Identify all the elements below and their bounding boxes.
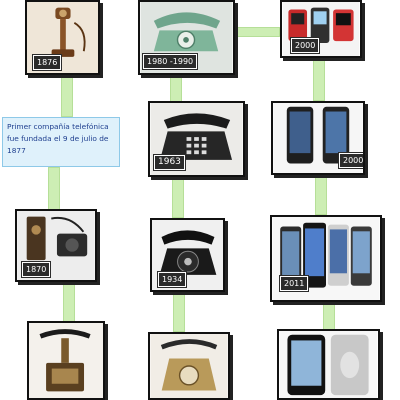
smartphones-lineup-icon: [272, 217, 380, 300]
phone-1934-card[interactable]: 1934: [150, 218, 225, 292]
gilded-rotary-phone-icon: [150, 334, 228, 398]
black-rotary-phone-icon: [152, 220, 223, 290]
phone-2000-card-a[interactable]: 2000: [280, 0, 362, 58]
phone-ornate-card[interactable]: [27, 321, 105, 400]
phone-1876-card[interactable]: 1876: [25, 0, 100, 75]
year-label-1870: 1870: [20, 261, 52, 278]
year-label-1963: 1963: [153, 154, 186, 171]
connector-c1-r2: [48, 167, 60, 210]
connector-c3-r3: [323, 302, 335, 330]
connector-c2-r3: [173, 292, 185, 332]
connector-c2-r1: [170, 75, 182, 103]
note-box: Primer compañía telefónica fue fundada e…: [2, 117, 120, 167]
connector-c2-r2: [172, 177, 184, 218]
touchscreen-phones-icon: [273, 103, 363, 173]
ornate-desk-telephone-icon: [29, 323, 103, 398]
phone-1980-card[interactable]: 1980 -1990: [138, 0, 235, 75]
phone-1870-card[interactable]: 1870: [15, 209, 97, 282]
connector-c1-r1: [61, 75, 73, 117]
phone-gilded-card[interactable]: [148, 332, 230, 400]
connector-c1-r3: [63, 282, 75, 322]
phone-2011-card[interactable]: 2011: [270, 215, 382, 302]
connector-top-h: [235, 27, 280, 37]
connector-c3-r1: [313, 58, 325, 101]
year-label-2000-a: 2000: [289, 37, 321, 54]
phone-1963-card[interactable]: 1963: [148, 101, 245, 177]
year-label-1980-1990: 1980 -1990: [141, 53, 199, 70]
connector-c3-r2: [315, 175, 327, 215]
year-label-2000-b: 2000: [337, 152, 363, 169]
year-label-1876: 1876: [31, 54, 63, 71]
year-label-2011: 2011: [278, 275, 310, 292]
phone-2000-card-b[interactable]: 2000: [271, 101, 365, 175]
ipod-touch-icon: [279, 331, 378, 398]
phone-ipod-card[interactable]: [277, 329, 380, 400]
year-label-1934: 1934: [156, 271, 188, 288]
